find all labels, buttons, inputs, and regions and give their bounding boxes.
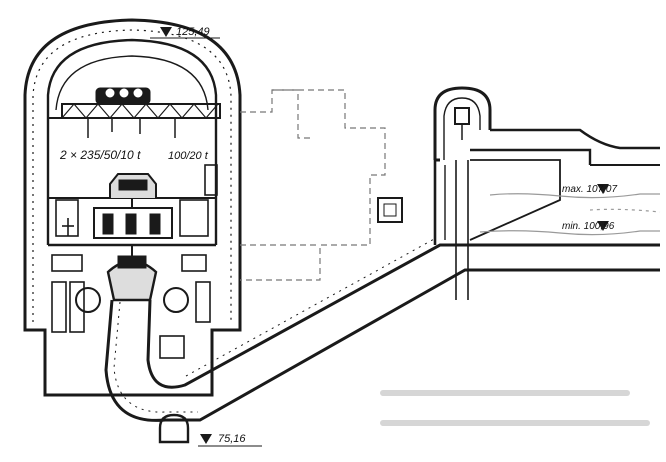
outlet-gallery: [433, 128, 660, 245]
auxiliary-rooms: [51, 164, 218, 359]
generator-unit: [48, 173, 216, 313]
elevation-marker-crest: 125,49: [150, 26, 220, 39]
svg-text:75,16: 75,16: [218, 433, 246, 445]
elevation-marker-bottom: 75,16: [198, 433, 262, 447]
svg-text:max. 107,07: max. 107,07: [562, 184, 617, 195]
ghost-scan-marks: [380, 390, 650, 426]
access-shaft-box: [377, 197, 403, 223]
overhead-crane: [61, 87, 221, 138]
tailrace-tunnel: [104, 237, 660, 422]
aux-crane-label: 100/20 t: [168, 150, 209, 162]
elevation-marker-max-water: max. 107,07: [562, 184, 617, 195]
svg-text:125,49: 125,49: [176, 26, 210, 38]
elevation-marker-min-water: min. 100,96: [562, 221, 615, 232]
access-outline-dashed: [240, 89, 386, 281]
drainage-gallery: [158, 413, 190, 444]
water-surface: [479, 193, 661, 236]
svg-text:min. 100,96: min. 100,96: [562, 221, 615, 232]
crane-capacity-label: 2 × 235/50/10 t: [59, 148, 141, 162]
cavern-outer-lining: [23, 18, 242, 397]
surge-shaft: [433, 86, 492, 300]
